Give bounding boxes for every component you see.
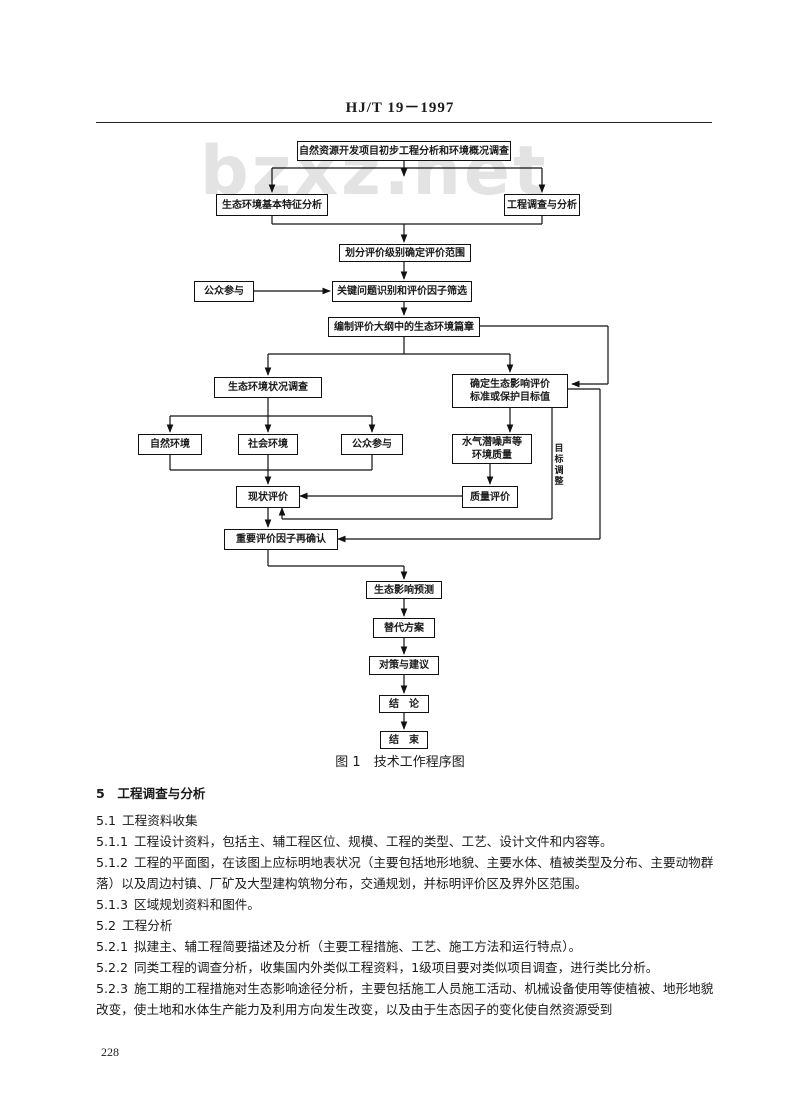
clause-number: 5.1.1 xyxy=(96,834,129,849)
clause-number: 5.2.3 xyxy=(96,981,129,996)
box-env-quality: 水气潜噪声等 环境质量 xyxy=(452,434,532,464)
flowchart-connectors xyxy=(166,161,609,730)
box-countermeasures: 对策与建议 xyxy=(369,656,439,675)
paragraph: 5.2.2 同类工程的调查分析，收集国内外类似工程资料，1级项目要对类似项目调查，… xyxy=(96,957,721,978)
target-adjustment-label: 目标调整 xyxy=(554,444,564,487)
clause-number: 5.1.3 xyxy=(96,897,129,912)
box-end: 结 束 xyxy=(380,731,428,749)
box-alternatives: 替代方案 xyxy=(373,618,435,638)
clause-text: 工程分析 xyxy=(122,918,173,933)
box-engineering-survey: 工程调查与分析 xyxy=(504,194,580,216)
clause-number: 5.1.2 xyxy=(96,855,129,870)
page-number: 228 xyxy=(101,1045,119,1059)
clause-text: 工程资料收集 xyxy=(122,813,198,828)
clause-number: 5.2 xyxy=(96,918,117,933)
standard-code-header: HJ/T 19－1997 xyxy=(345,100,455,116)
figure-caption: 图 1 技术工作程序图 xyxy=(335,755,465,770)
box-natural-env: 自然环境 xyxy=(138,434,202,455)
box-grade-scope: 划分评价级别确定评价范围 xyxy=(339,244,471,262)
box-status-survey: 生态环境状况调查 xyxy=(214,377,322,398)
box-current-assessment: 现状评价 xyxy=(236,486,300,508)
box-social-env: 社会环境 xyxy=(238,434,298,455)
box-impact-prediction: 生态影响预测 xyxy=(366,581,442,599)
box-reconfirm-factors: 重要评价因子再确认 xyxy=(224,529,338,550)
clause-number: 5.1 xyxy=(96,813,117,828)
box-criteria: 确定生态影响评价 标准或保护目标值 xyxy=(452,374,568,408)
paragraph: 5.2 工程分析 xyxy=(96,915,721,936)
clause-text: 拟建主、辅工程简要描述及分析（主要工程措施、工艺、施工方法和运行特点）。 xyxy=(134,939,582,954)
paragraph: 5.1 工程资料收集 xyxy=(96,810,721,831)
box-conclusion: 结 论 xyxy=(379,695,429,713)
header-rule xyxy=(96,122,712,123)
box-key-issues: 关键问题识别和评价因子筛选 xyxy=(332,281,472,302)
clause-text: 区域规划资料和图件。 xyxy=(134,897,260,912)
clause-number: 5.2.1 xyxy=(96,939,129,954)
clause-text: 施工期的工程措施对生态影响途径分析，主要包括施工人员施工活动、机械设备使用等使植… xyxy=(96,981,714,1017)
box-outline-chapter: 编制评价大纲中的生态环境篇章 xyxy=(328,317,480,337)
box-eco-characteristics: 生态环境基本特征分析 xyxy=(216,194,328,216)
section-title: 5 工程调查与分析 xyxy=(96,786,206,801)
clause-number: 5.2.2 xyxy=(96,960,129,975)
paragraph: 5.1.1 工程设计资料，包括主、辅工程区位、规模、工程的类型、工艺、设计文件和内… xyxy=(96,831,721,852)
clause-text: 同类工程的调查分析，收集国内外类似工程资料，1级项目要对类似项目调查，进行类比分… xyxy=(134,960,659,975)
section-body: 5 工程调查与分析 5.1 工程资料收集 5.1.1 工程设计资料，包括主、辅工程区… xyxy=(96,775,721,1020)
paragraph: 5.1.3 区域规划资料和图件。 xyxy=(96,894,721,915)
paragraph: 5.2.1 拟建主、辅工程简要描述及分析（主要工程措施、工艺、施工方法和运行特点）… xyxy=(96,936,721,957)
box-quality-assessment: 质量评价 xyxy=(462,486,518,508)
box-initial-analysis: 自然资源开发项目初步工程分析和环境概况调查 xyxy=(297,141,511,161)
box-public-participation-top: 公众参与 xyxy=(194,281,254,302)
clause-text: 工程设计资料，包括主、辅工程区位、规模、工程的类型、工艺、设计文件和内容等。 xyxy=(134,834,613,849)
box-public-participation: 公众参与 xyxy=(341,434,403,455)
clause-text: 工程的平面图，在该图上应标明地表状况（主要包括地形地貌、主要水体、植被类型及分布… xyxy=(96,855,714,891)
